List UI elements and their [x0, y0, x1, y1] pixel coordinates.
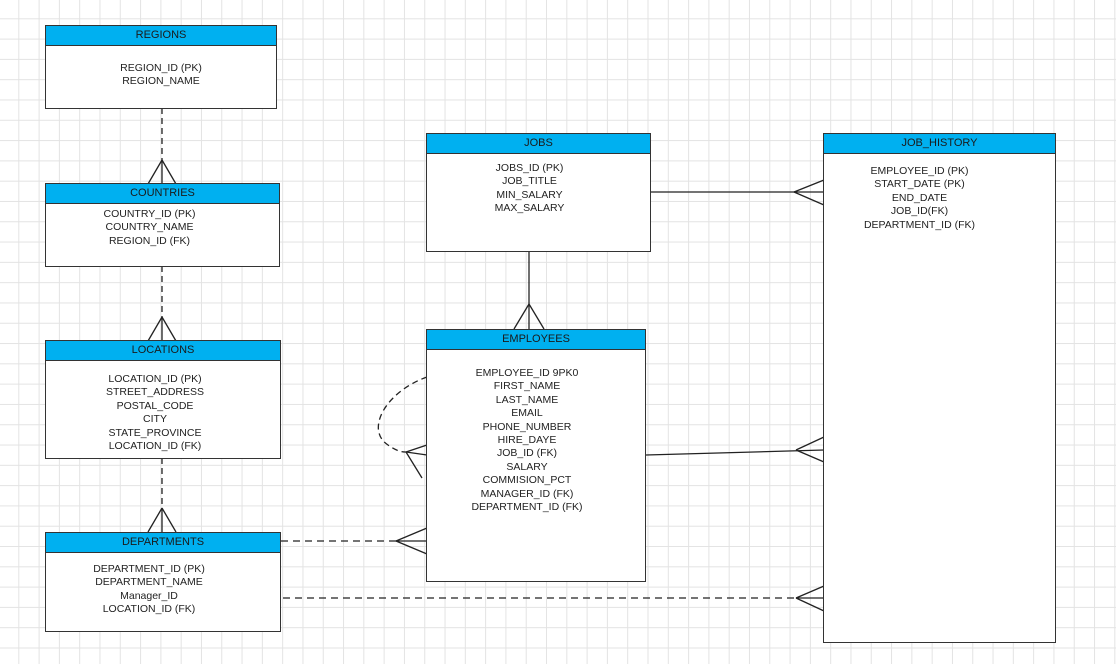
entity-jobs[interactable]: JOBS JOBS_ID (PK) JOB_TITLE MIN_SALARY M… — [426, 133, 651, 252]
attribute: JOB_ID (FK) — [496, 447, 558, 460]
attribute: LOCATION_ID (FK) — [108, 440, 202, 453]
attribute: DEPARTMENT_ID (PK) — [93, 563, 205, 575]
attribute: MANAGER_ID (FK) — [480, 487, 574, 500]
entity-header: LOCATIONS — [46, 341, 280, 361]
attribute: MIN_SALARY — [496, 188, 563, 201]
attribute: LOCATION_ID (FK) — [102, 603, 196, 616]
rel-jobs-job-history[interactable] — [651, 179, 825, 206]
attribute: LOCATION_ID (PK) — [108, 373, 202, 385]
entity-header: JOBS — [427, 134, 650, 154]
attribute: REGION_ID (PK) — [120, 62, 202, 74]
attribute: JOB_ID(FK) — [890, 205, 949, 218]
attribute: COMMISION_PCT — [482, 474, 572, 487]
attribute: LAST_NAME — [495, 393, 559, 406]
attribute: FIRST_NAME — [493, 380, 561, 393]
attribute: EMPLOYEE_ID (PK) — [870, 165, 969, 177]
attribute: PHONE_NUMBER — [482, 420, 572, 433]
attribute-list: REGION_ID (PK) REGION_NAME — [46, 46, 276, 89]
attribute-list: COUNTRY_ID (PK) COUNTRY_NAME REGION_ID (… — [46, 204, 279, 248]
attribute: POSTAL_CODE — [116, 399, 194, 412]
rel-regions-countries[interactable] — [147, 108, 177, 185]
entity-departments[interactable]: DEPARTMENTS DEPARTMENT_ID (PK) DEPARTMEN… — [45, 532, 281, 632]
entity-employees[interactable]: EMPLOYEES EMPLOYEE_ID 9PK0 FIRST_NAME LA… — [426, 329, 646, 582]
entity-header: COUNTRIES — [46, 184, 279, 204]
rel-employees-self[interactable] — [377, 376, 428, 479]
rel-employees-job-history[interactable] — [645, 436, 825, 463]
rel-locations-departments[interactable] — [147, 458, 177, 533]
entity-regions[interactable]: REGIONS REGION_ID (PK) REGION_NAME — [45, 25, 277, 109]
attribute-list: LOCATION_ID (PK) STREET_ADDRESS POSTAL_C… — [46, 361, 280, 453]
entity-header: JOB_HISTORY — [824, 134, 1055, 154]
attribute: JOB_TITLE — [502, 175, 557, 188]
attribute: REGION_NAME — [122, 75, 200, 88]
entity-header: DEPARTMENTS — [46, 533, 280, 553]
attribute: CITY — [143, 413, 167, 426]
rel-departments-job-history[interactable] — [283, 585, 825, 612]
attribute: DEPARTMENT_ID (FK) — [471, 501, 583, 514]
attribute: COUNTRY_ID (PK) — [103, 208, 196, 220]
attribute: JOBS_ID (PK) — [495, 162, 564, 174]
entity-job-history[interactable]: JOB_HISTORY EMPLOYEE_ID (PK) START_DATE … — [823, 133, 1056, 643]
attribute: MAX_SALARY — [494, 202, 565, 215]
attribute-list: JOBS_ID (PK) JOB_TITLE MIN_SALARY MAX_SA… — [427, 154, 650, 216]
entity-countries[interactable]: COUNTRIES COUNTRY_ID (PK) COUNTRY_NAME R… — [45, 183, 280, 267]
attribute: END_DATE — [891, 191, 948, 204]
attribute-list: EMPLOYEE_ID 9PK0 FIRST_NAME LAST_NAME EM… — [427, 350, 645, 514]
entity-header: REGIONS — [46, 26, 276, 46]
attribute: STREET_ADDRESS — [105, 386, 205, 399]
attribute: HIRE_DAYE — [497, 434, 557, 447]
entity-locations[interactable]: LOCATIONS LOCATION_ID (PK) STREET_ADDRES… — [45, 340, 281, 459]
attribute: REGION_ID (FK) — [108, 234, 191, 247]
entity-header: EMPLOYEES — [427, 330, 645, 350]
attribute: DEPARTMENT_NAME — [95, 576, 203, 589]
attribute: START_DATE (PK) — [874, 178, 965, 191]
attribute: SALARY — [506, 460, 548, 473]
attribute: COUNTRY_NAME — [105, 221, 194, 234]
attribute-list: EMPLOYEE_ID (PK) START_DATE (PK) END_DAT… — [824, 154, 1055, 232]
rel-countries-locations[interactable] — [147, 266, 177, 342]
attribute: Manager_ID — [120, 589, 178, 602]
attribute: STATE_PROVINCE — [108, 426, 202, 439]
rel-jobs-employees[interactable] — [513, 251, 545, 330]
attribute: EMPLOYEE_ID 9PK0 — [475, 367, 579, 379]
attribute: EMAIL — [511, 407, 543, 420]
attribute: DEPARTMENT_ID (FK) — [863, 218, 976, 231]
attribute-list: DEPARTMENT_ID (PK) DEPARTMENT_NAME Manag… — [46, 553, 280, 617]
rel-departments-employees[interactable] — [281, 527, 428, 555]
